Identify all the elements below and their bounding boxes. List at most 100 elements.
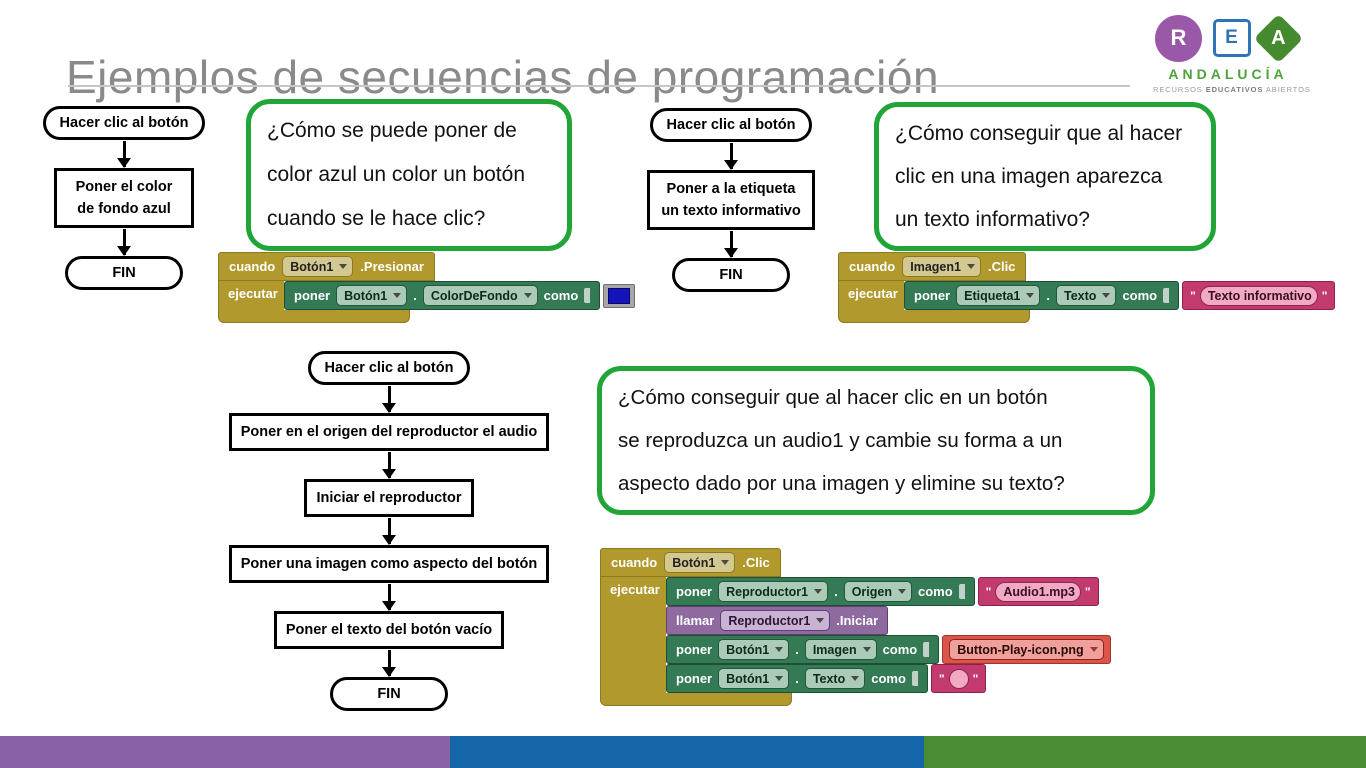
as-keyword: como xyxy=(871,671,906,686)
flowchart-process: Poner una imagen como aspecto del botón xyxy=(228,545,550,583)
footer-bar-blue xyxy=(450,736,924,768)
string-text-field xyxy=(948,668,969,689)
dropdown-caret-icon xyxy=(862,647,871,652)
flow-arrow-down-icon xyxy=(729,143,733,169)
close-quote: " xyxy=(1321,288,1328,303)
question-text-line: ¿Cómo conseguir que al hacer clic en un … xyxy=(618,386,1048,409)
event-name: .Clic xyxy=(742,555,770,570)
logo-shapes: R E A xyxy=(1153,13,1304,63)
question-text-line: ¿Cómo conseguir que al hacer xyxy=(895,122,1183,145)
flowchart-process: Poner el color de fondo azul xyxy=(54,168,194,228)
dropdown-caret-icon xyxy=(966,264,975,269)
dropdown-caret-icon xyxy=(775,647,784,652)
flow-arrow-down-icon xyxy=(122,229,126,255)
question-bubble-3: ¿Cómo conseguir que al hacer clic en un … xyxy=(597,366,1155,515)
property-dropdown-field: Imagen xyxy=(804,639,877,660)
dropdown-caret-icon xyxy=(339,264,348,269)
dot-separator: . xyxy=(795,642,799,657)
question-text-line: clic en una imagen aparezca xyxy=(895,165,1163,188)
do-keyword: ejecutar xyxy=(610,582,660,597)
string-value-block: "Texto informativo" xyxy=(1182,281,1336,310)
flowchart-terminal: FIN xyxy=(330,677,448,711)
dropdown-caret-icon xyxy=(775,676,784,681)
component-dropdown-field: Reproductor1 xyxy=(720,610,831,631)
as-keyword: como xyxy=(918,584,953,599)
flow-arrow-down-icon xyxy=(387,518,391,544)
dropdown-caret-icon xyxy=(898,589,906,594)
logo-tagline: RECURSOS EDUCATIVOS ABIERTOS xyxy=(1153,85,1310,94)
string-value-block: "" xyxy=(930,664,987,693)
flowchart-node-label: Iniciar el reproductor xyxy=(316,490,462,506)
socket-plug-icon xyxy=(911,671,918,686)
question-text-line: un texto informativo? xyxy=(895,208,1090,231)
event-block-bottom xyxy=(218,310,410,323)
flowchart-node-label: Poner en el origen del reproductor el au… xyxy=(240,424,538,440)
flow-arrow-down-icon xyxy=(387,584,391,610)
component-dropdown-field: Botón1 xyxy=(336,285,408,306)
set-keyword: poner xyxy=(294,288,331,303)
flowchart-node-label: FIN xyxy=(377,686,401,702)
do-keyword: ejecutar xyxy=(848,286,898,301)
question-text-line: aspecto dado por una imagen y elimine su… xyxy=(618,472,1065,495)
flowchart-node-label: FIN xyxy=(112,265,136,281)
close-quote: " xyxy=(972,671,979,686)
flowchart-node-label: Poner el color de fondo azul xyxy=(75,179,173,217)
flow-arrow-down-icon xyxy=(122,141,126,167)
set-keyword: poner xyxy=(914,288,951,303)
component-dropdown-field: Etiqueta1 xyxy=(956,285,1041,306)
footer-bar-green xyxy=(924,736,1366,768)
do-keyword: ejecutar xyxy=(228,286,278,301)
flow-arrow-down-icon xyxy=(387,452,391,478)
dot-separator: . xyxy=(834,584,838,599)
open-quote: " xyxy=(1190,288,1196,303)
when-keyword: cuando xyxy=(229,259,276,274)
logo-tagline-pre: RECURSOS xyxy=(1153,85,1206,94)
component-dropdown-field: Botón1 xyxy=(718,668,790,689)
rea-andalucia-logo: R E A ANDALUCÍA RECURSOS EDUCATIVOS ABIE… xyxy=(1153,13,1310,94)
open-quote: " xyxy=(985,584,992,599)
question-text-line: se reproduzca un audio1 y cambie su form… xyxy=(618,429,1063,452)
flowchart-process: Poner en el origen del reproductor el au… xyxy=(228,413,550,451)
dropdown-caret-icon xyxy=(721,560,730,565)
call-keyword: llamar xyxy=(676,613,715,628)
event-block-bottom xyxy=(838,310,1030,323)
dropdown-caret-icon xyxy=(816,618,825,623)
close-quote: " xyxy=(1084,584,1091,599)
set-keyword: poner xyxy=(676,671,713,686)
string-text-field: Texto informativo xyxy=(1199,285,1318,306)
flow-arrow-down-icon xyxy=(729,231,733,257)
flowchart-node-label: Hacer clic al botón xyxy=(59,115,189,131)
question-text-line: cuando se le hace clic? xyxy=(267,207,486,230)
string-value-block: "Audio1.mp3" xyxy=(977,577,1099,606)
flowchart-node-label: Poner una imagen como aspecto del botón xyxy=(240,556,538,572)
page-title: Ejemplos de secuencias de programación xyxy=(66,50,940,103)
when-keyword: cuando xyxy=(849,259,896,274)
method-name: .Iniciar xyxy=(836,613,879,628)
dropdown-caret-icon xyxy=(1089,647,1098,652)
question-bubble-2: ¿Cómo conseguir que al hacer clic en una … xyxy=(874,102,1216,251)
dropdown-caret-icon xyxy=(1102,293,1111,298)
logo-a-letter: A xyxy=(1271,26,1286,49)
socket-plug-icon xyxy=(958,584,965,599)
flowchart-node-label: Hacer clic al botón xyxy=(324,360,454,376)
event-name: .Clic xyxy=(987,259,1016,274)
color-value-block xyxy=(603,283,636,308)
